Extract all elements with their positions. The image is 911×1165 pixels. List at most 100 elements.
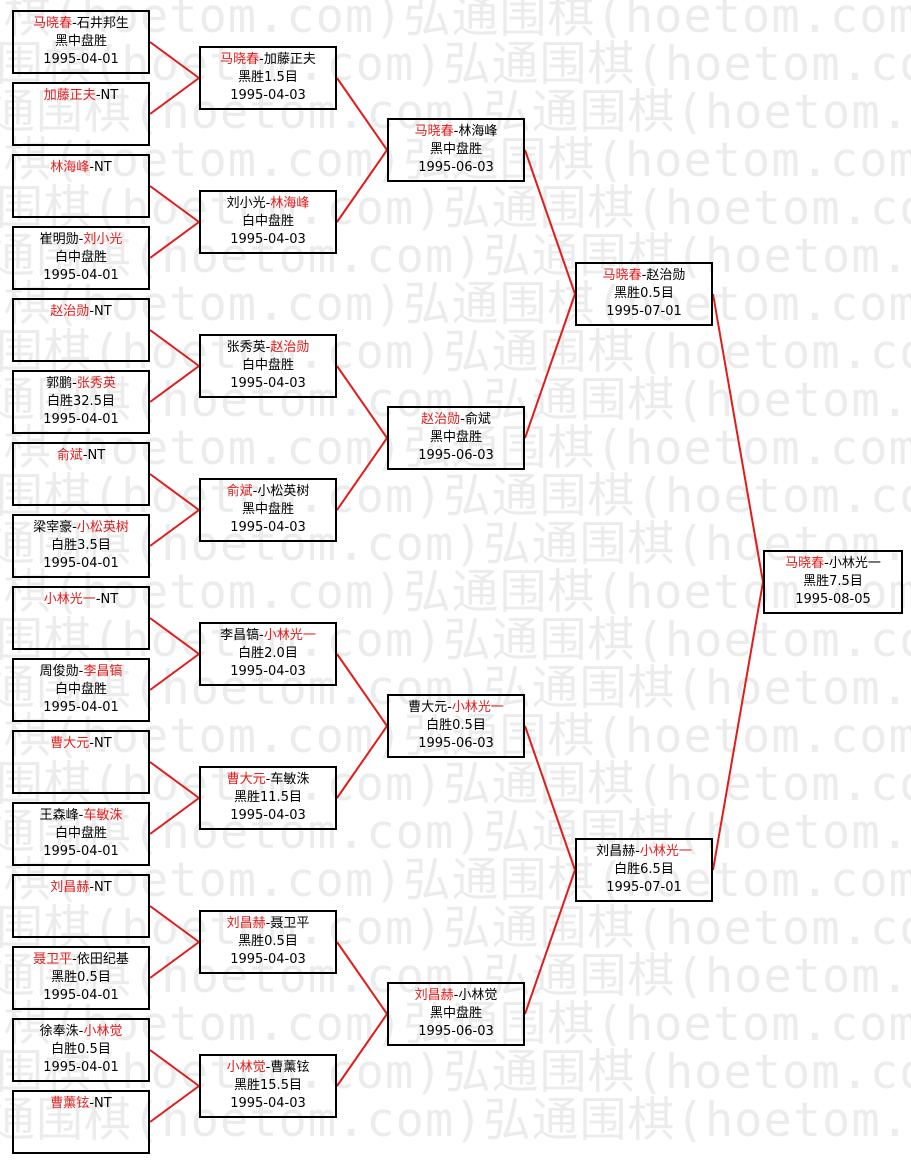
match-players: 马晓春-石井邦生 (33, 16, 129, 31)
match-date: 1995-04-03 (230, 88, 306, 103)
match-date: 1995-06-03 (418, 160, 494, 175)
match-box: 马晓春-小林光一黑胜7.5目 1995-08-05 (763, 550, 903, 614)
match-box: 加藤正夫-NT (12, 82, 150, 146)
match-result (14, 609, 148, 627)
match-date: 1995-08-05 (795, 592, 871, 607)
match-players: 马晓春-林海峰 (414, 124, 498, 139)
match-players: 刘昌赫-小林觉 (414, 988, 498, 1003)
match-date: 1995-04-01 (43, 556, 119, 571)
match-date: 1995-04-03 (230, 952, 306, 967)
player-name: 曹薰铉 (270, 1060, 310, 1075)
player-name: NT (94, 880, 112, 895)
match-players: 曹大元-小林光一 (408, 700, 504, 715)
match-date: 1995-04-03 (230, 232, 306, 247)
match-result: 白胜32.5目 (47, 394, 115, 409)
match-result: 黑中盘胜 (54, 34, 107, 49)
match-result: 白胜0.5目 (51, 1042, 111, 1057)
winner-name: 小林觉 (83, 1024, 123, 1039)
connector-line (524, 293, 576, 439)
match-players: 郭鹏-张秀英 (46, 376, 116, 391)
match-players: 刘昌赫-NT (50, 880, 112, 895)
match-date: 1995-04-03 (230, 520, 306, 535)
match-box: 林海峰-NT (12, 154, 150, 218)
match-box: 刘昌赫-NT (12, 874, 150, 938)
match-players: 马晓春-赵治勋 (602, 268, 686, 283)
match-date: 1995-04-01 (43, 988, 119, 1003)
match-players: 梁宰豪-小松英树 (33, 520, 129, 535)
match-players: 曹大元-车敏洙 (226, 772, 310, 787)
winner-name: 曹大元 (50, 736, 90, 751)
match-players: 李昌镐-小林光一 (220, 628, 316, 643)
player-name: 车敏洙 (270, 772, 310, 787)
match-date: 1995-06-03 (418, 1024, 494, 1039)
winner-name: 赵治勋 (270, 340, 310, 355)
match-result: 白胜3.5目 (51, 538, 111, 553)
match-result: 黑胜0.5目 (51, 970, 111, 985)
match-result: 黑胜11.5目 (234, 790, 302, 805)
player-name: 刘小光 (226, 196, 266, 211)
connector-line (149, 41, 200, 79)
match-result: 黑中盘胜 (429, 1006, 482, 1021)
winner-name: 赵治勋 (421, 412, 461, 427)
match-players: 刘昌赫-聂卫平 (226, 916, 310, 931)
match-result: 黑胜15.5目 (234, 1078, 302, 1093)
player-name: 梁宰豪 (33, 520, 73, 535)
match-players: 曹大元-NT (50, 736, 112, 751)
winner-name: 小松英树 (76, 520, 129, 535)
connector-line (149, 1085, 200, 1123)
connector-line (336, 941, 388, 1015)
player-name: 聂卫平 (270, 916, 310, 931)
connector-line (149, 905, 200, 943)
winner-name: 林海峰 (270, 196, 310, 211)
winner-name: 小林觉 (226, 1060, 266, 1075)
match-result: 黑胜7.5目 (803, 574, 863, 589)
match-players: 徐奉洙-小林觉 (39, 1024, 123, 1039)
match-result: 黑中盘胜 (241, 502, 294, 517)
match-date: 1995-04-01 (43, 268, 119, 283)
connector-line (524, 149, 576, 295)
player-name: NT (94, 160, 112, 175)
match-players: 马晓春-小林光一 (785, 556, 881, 571)
connector-line (149, 221, 200, 259)
winner-name: 小林光一 (43, 592, 96, 607)
winner-name: 马晓春 (785, 556, 825, 571)
connector-line (336, 1013, 388, 1087)
connector-line (149, 509, 200, 547)
match-date: 1995-07-01 (606, 880, 682, 895)
match-players: 张秀英-赵治勋 (226, 340, 310, 355)
match-players: 赵治勋-NT (50, 304, 112, 319)
winner-name: 小林光一 (263, 628, 316, 643)
connector-line (524, 725, 576, 871)
winner-name: 刘昌赫 (226, 916, 266, 931)
connector-line (336, 437, 388, 511)
match-players: 聂卫平-依田纪基 (33, 952, 129, 967)
connector-line (149, 365, 200, 403)
player-name: 加藤正夫 (263, 52, 316, 67)
player-name: 石井邦生 (76, 16, 129, 31)
winner-name: 马晓春 (33, 16, 73, 31)
connector-line (712, 293, 764, 583)
match-date: 1995-06-03 (418, 736, 494, 751)
connector-line (149, 185, 200, 223)
match-result (14, 321, 148, 339)
winner-name: 加藤正夫 (43, 88, 96, 103)
winner-name: 赵治勋 (50, 304, 90, 319)
winner-name: 小林光一 (639, 844, 692, 859)
connector-line (336, 77, 388, 151)
winner-name: 刘昌赫 (50, 880, 90, 895)
winner-name: 车敏洙 (83, 808, 123, 823)
player-name: 周俊勋 (39, 664, 79, 679)
match-players: 崔明勋-刘小光 (39, 232, 123, 247)
player-name: 徐奉洙 (39, 1024, 79, 1039)
player-name: 曹大元 (408, 700, 448, 715)
player-name: 赵治勋 (646, 268, 686, 283)
player-name: 李昌镐 (220, 628, 260, 643)
winner-name: 聂卫平 (33, 952, 73, 967)
